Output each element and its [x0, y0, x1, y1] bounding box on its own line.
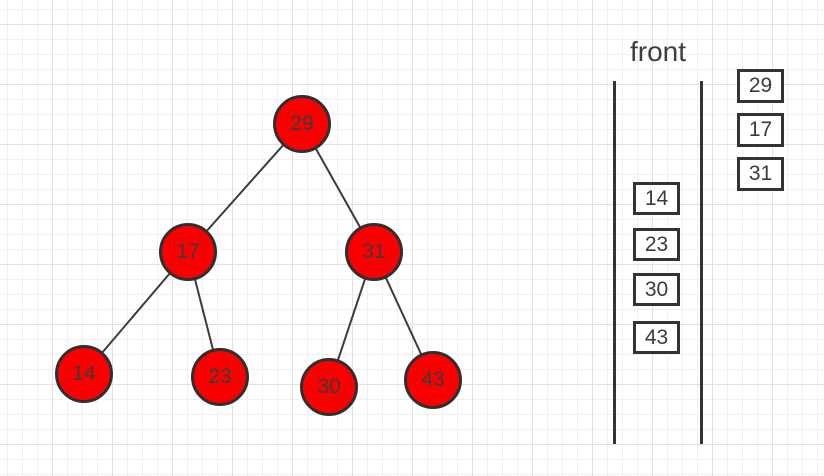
queue-item-43: 43 — [633, 321, 680, 354]
tree-node-30: 30 — [300, 358, 358, 416]
queue-item-30: 30 — [633, 273, 680, 306]
tree-node-17: 17 — [159, 223, 217, 281]
dequeued-item-17: 17 — [737, 113, 784, 147]
tree-node-31: 31 — [345, 223, 403, 281]
queue-front-label: front — [629, 36, 687, 67]
tree-node-43: 43 — [404, 351, 462, 409]
tree-node-29: 29 — [273, 95, 331, 153]
queue-item-23: 23 — [633, 228, 680, 261]
queue-left-wall — [613, 81, 616, 444]
dequeued-item-31: 31 — [737, 157, 784, 191]
tree-node-14: 14 — [55, 345, 113, 403]
queue-right-wall — [700, 81, 703, 444]
tree-node-23: 23 — [191, 348, 249, 406]
dequeued-item-29: 29 — [737, 69, 784, 103]
queue-item-14: 14 — [633, 182, 680, 215]
